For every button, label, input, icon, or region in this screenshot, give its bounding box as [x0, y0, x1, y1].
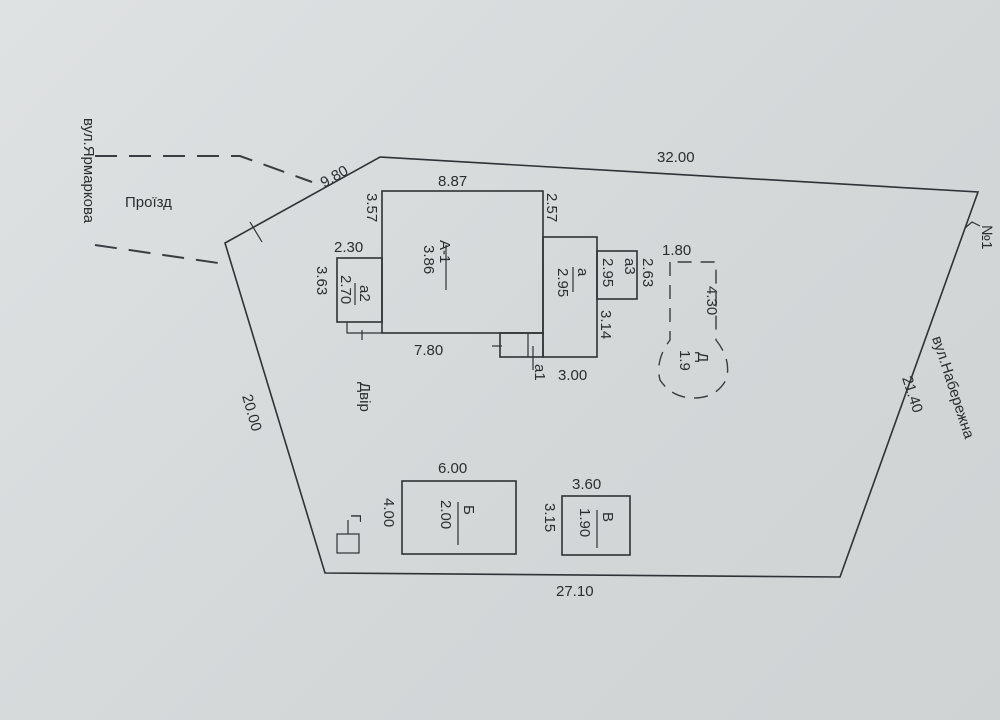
v-height: 1.90 — [576, 508, 593, 537]
yard-label: Двір — [356, 382, 373, 412]
boundary-tick — [249, 221, 263, 243]
structure-g — [336, 533, 360, 554]
building-v — [561, 495, 631, 556]
dim-right: 21.40 — [898, 374, 926, 415]
a1-label: А-1 — [436, 240, 453, 263]
a1-right: 2.57 — [543, 193, 560, 222]
a1-width: 8.87 — [438, 173, 467, 190]
passage-label: Проїзд — [125, 194, 172, 211]
street-west-label: вул.Ярмаркова — [80, 118, 97, 224]
d-width: 1.80 — [662, 242, 691, 259]
b-width: 6.00 — [438, 460, 467, 477]
a1-bottom: 7.80 — [414, 342, 443, 359]
a1-height: 3.86 — [420, 245, 437, 274]
a2-height: 2.70 — [337, 275, 354, 304]
a2-label: а2 — [356, 285, 373, 302]
v-label: В — [599, 512, 616, 522]
b-depth: 4.00 — [380, 498, 397, 527]
g-label: Г — [347, 514, 364, 522]
dim-bottom: 27.10 — [556, 583, 594, 600]
a-height: 2.95 — [554, 268, 571, 297]
b-label: Б — [460, 505, 477, 515]
a2-depth: 3.63 — [313, 266, 330, 295]
building-a2 — [336, 257, 383, 323]
lot-boundary — [224, 156, 980, 578]
a3-label: а3 — [621, 258, 638, 275]
building-b — [401, 480, 517, 555]
passage-edge-top — [95, 155, 313, 183]
a1-left: 3.57 — [363, 193, 380, 222]
dim-top-left: 9.80 — [318, 162, 352, 191]
structure-d — [658, 261, 729, 399]
a3-height: 2.95 — [599, 258, 616, 287]
street-east-label: вул.Набережна — [928, 334, 977, 441]
building-a1-porch — [499, 332, 544, 358]
dim-top: 32.00 — [657, 149, 695, 166]
a2-width: 2.30 — [334, 239, 363, 256]
point-label: №1 — [978, 225, 995, 249]
a3-depth: 2.63 — [639, 258, 656, 287]
a1-porch-label: а1 — [531, 364, 548, 381]
d-depth: 4.30 — [703, 286, 720, 315]
b-height: 2.00 — [437, 500, 454, 529]
d-label: Д — [694, 352, 711, 362]
point-marker — [964, 221, 981, 229]
d-height: 1.9 — [676, 350, 693, 371]
v-width: 3.60 — [572, 476, 601, 493]
building-a1 — [381, 190, 544, 334]
v-depth: 3.15 — [541, 503, 558, 532]
building-a3 — [596, 250, 638, 300]
a-width: 3.00 — [558, 367, 587, 384]
a2-step — [346, 322, 382, 334]
a-depth: 3.14 — [597, 310, 614, 339]
dim-left: 20.00 — [238, 392, 265, 433]
passage-edge-bottom — [94, 244, 226, 265]
a-label: а — [574, 268, 591, 277]
